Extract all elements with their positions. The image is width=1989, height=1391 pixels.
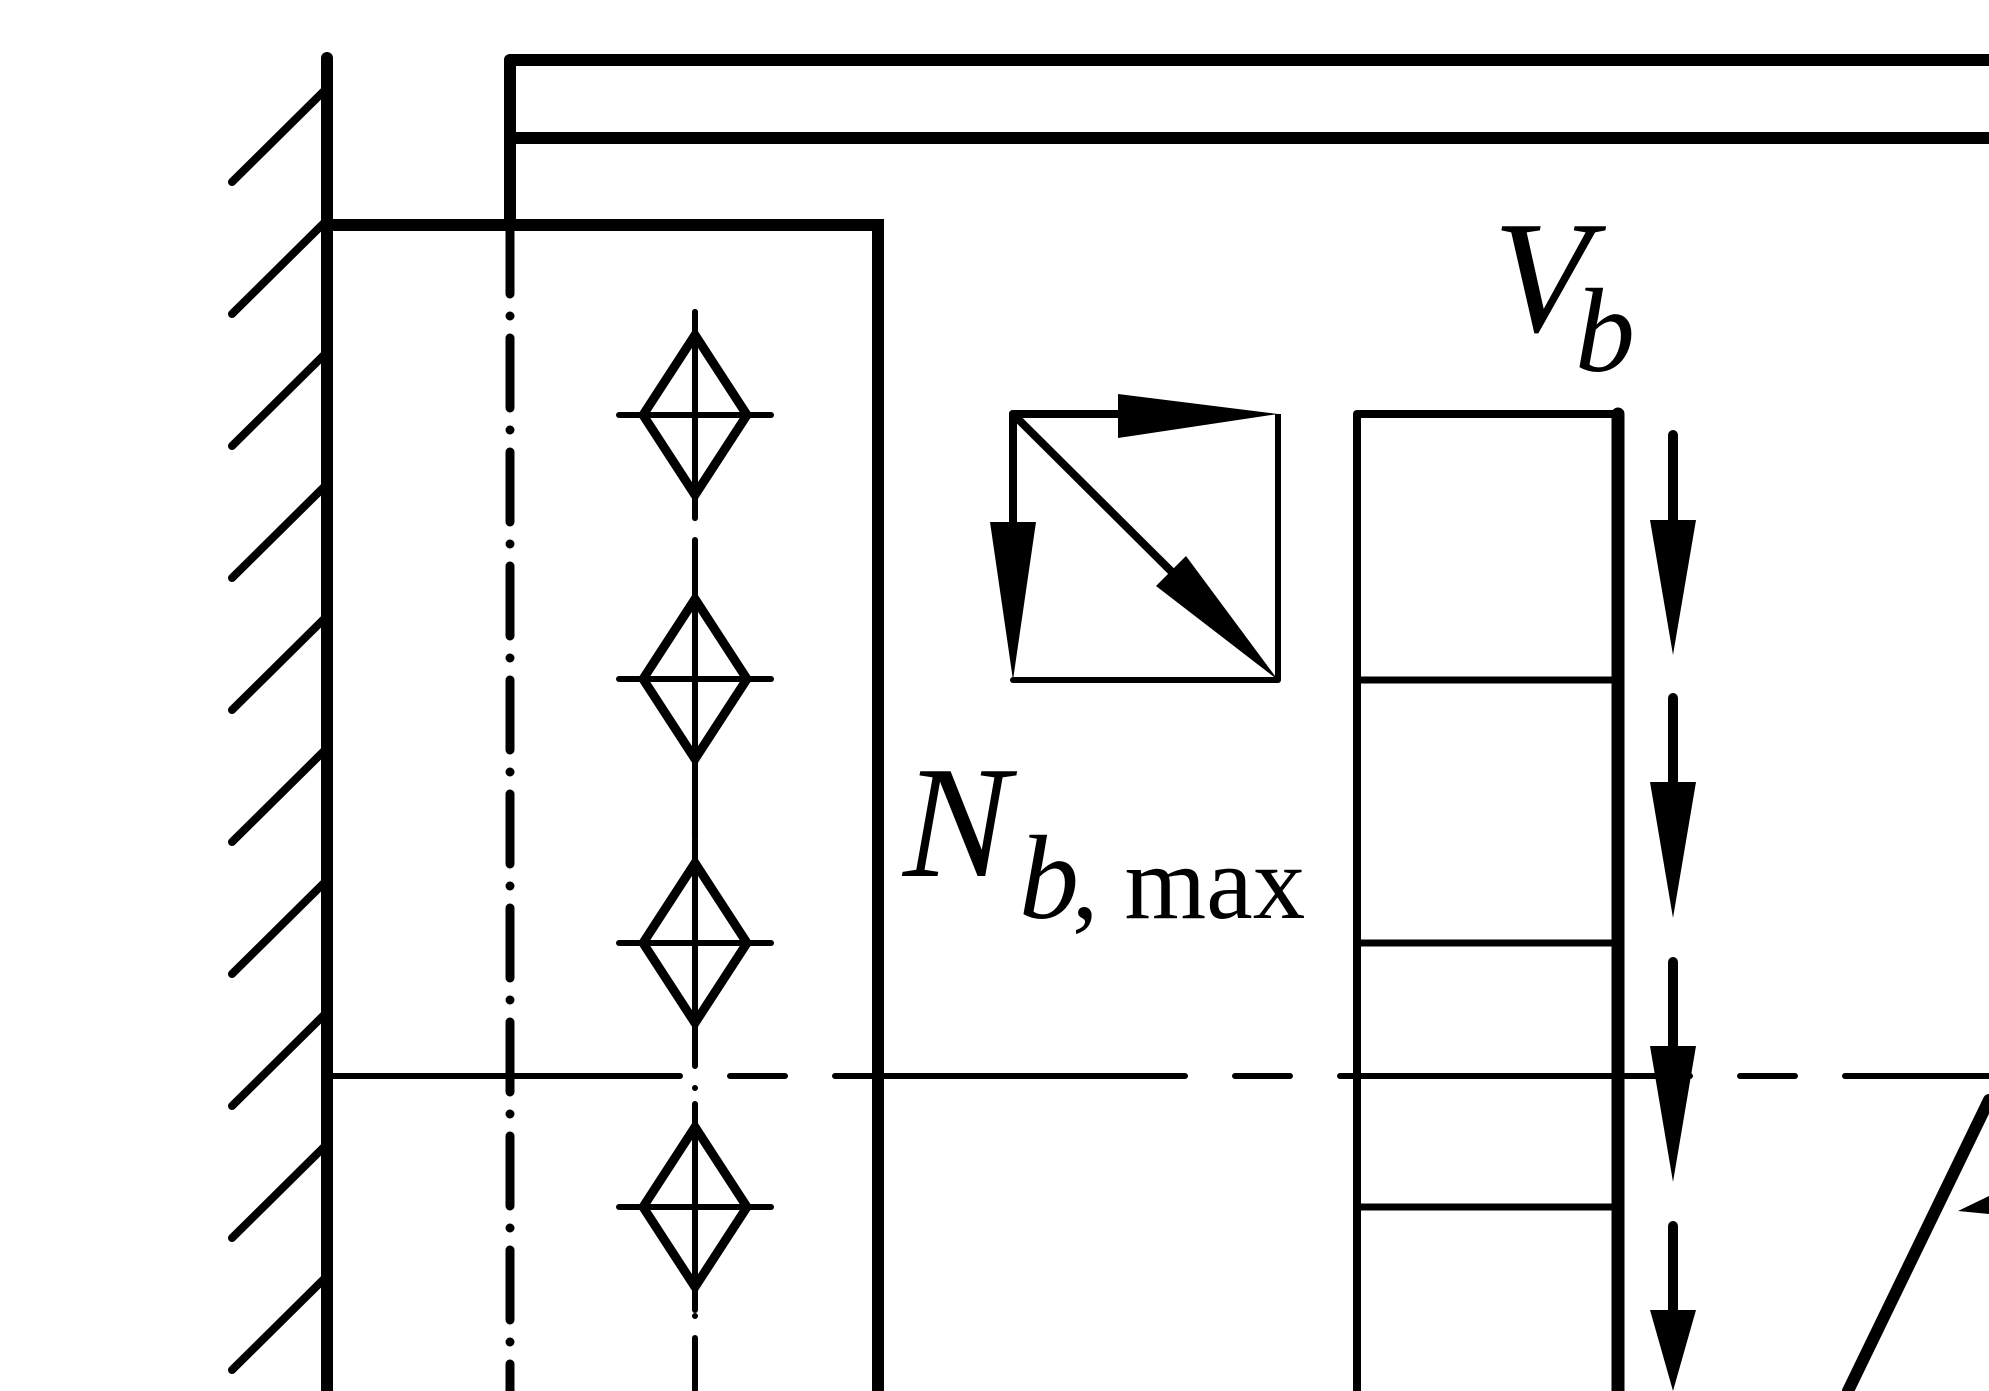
beam [504, 54, 1989, 226]
shear-force-arrows [1650, 430, 1696, 1391]
shear-arrow [1650, 430, 1696, 655]
shear-force-label-subscript: b [1575, 264, 1635, 397]
max-bolt-force-label: N [901, 733, 1018, 911]
shear-distribution [1353, 407, 1625, 1391]
max-bolt-force-label-subscript: b [1019, 811, 1079, 944]
shear-arrow [1650, 693, 1696, 918]
bolt-symbol [619, 312, 771, 518]
moment-diagram-edge [1842, 1094, 1989, 1391]
force-vector-triangle [990, 394, 1281, 683]
max-bolt-force-label-subscript-rest: , max [1072, 824, 1305, 941]
bolt-symbol [619, 576, 771, 782]
shear-arrow [1650, 957, 1696, 1182]
shear-force-label: V [1493, 188, 1607, 366]
bolt-symbol [619, 1104, 771, 1310]
shear-arrow [1650, 1221, 1696, 1391]
wall-hatching [228, 84, 331, 1374]
connection-plate [321, 219, 884, 1391]
bolt-symbol [619, 840, 771, 1046]
